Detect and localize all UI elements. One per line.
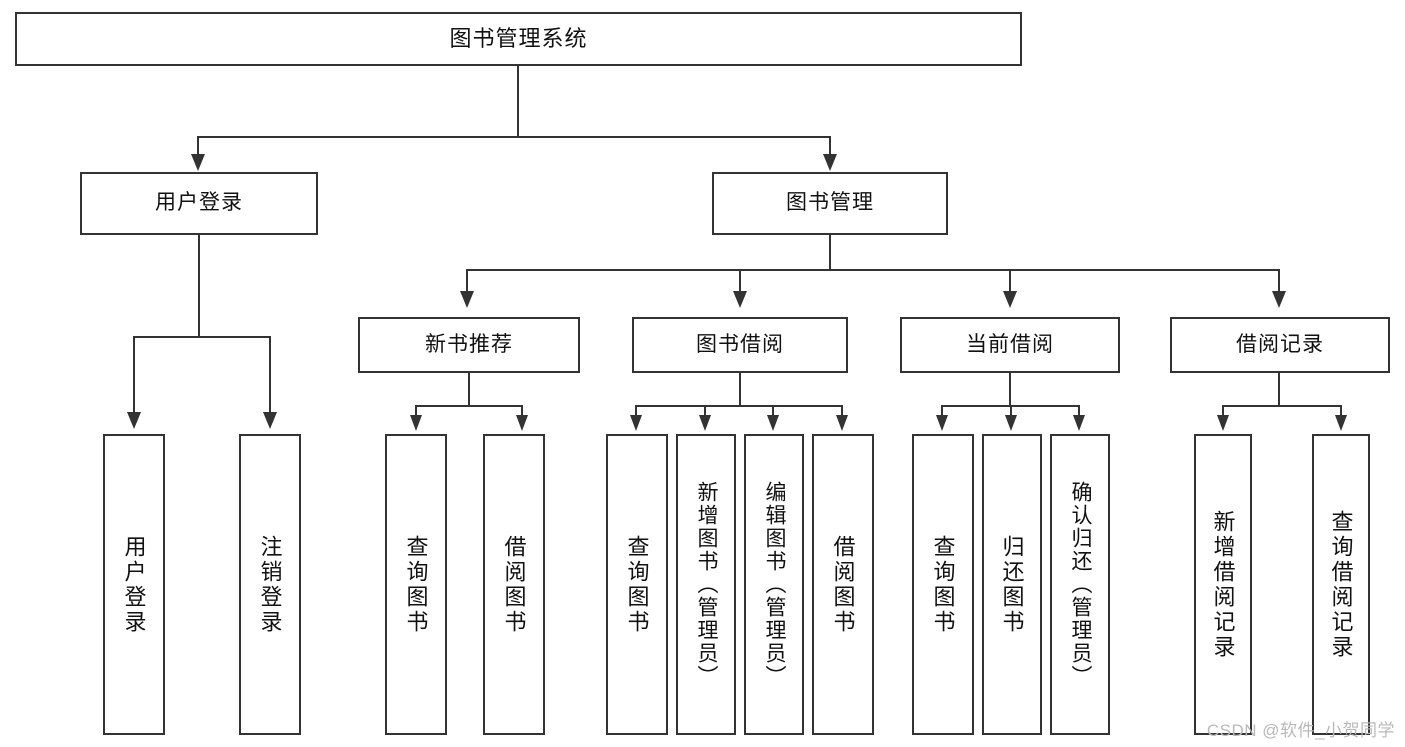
arrowhead-leaf-confirm-return bbox=[1073, 415, 1085, 431]
connector-borrow-record-bus bbox=[1222, 405, 1342, 407]
connector-book-borrow-drop-1 bbox=[635, 405, 637, 417]
connector-root-to-user-login bbox=[197, 136, 199, 156]
node-leaf-add-borrow-record[interactable]: 新增借阅记录 bbox=[1194, 434, 1252, 735]
connector-new-book-stem bbox=[468, 373, 470, 407]
arrowhead-leaf-query-book-3 bbox=[936, 415, 948, 431]
node-leaf-logout[interactable]: 注销登录 bbox=[239, 434, 301, 735]
node-label: 确认归还（管理员） bbox=[1069, 481, 1093, 688]
node-label: 图书借阅 bbox=[696, 332, 784, 356]
node-label: 注销登录 bbox=[257, 534, 283, 635]
connector-user-login-stem bbox=[198, 235, 200, 337]
node-leaf-borrow-book-recommend[interactable]: 借阅图书 bbox=[483, 434, 545, 735]
node-label: 新增图书（管理员） bbox=[695, 481, 719, 688]
arrowhead-leaf-borrow-book-2 bbox=[836, 415, 848, 431]
arrowhead-leaf-edit-book bbox=[767, 415, 779, 431]
arrowhead-leaf-query-book-1 bbox=[410, 415, 422, 431]
connector-current-borrow-drop-3 bbox=[1078, 405, 1080, 417]
node-user-login[interactable]: 用户登录 bbox=[80, 172, 318, 235]
node-label: 查询图书 bbox=[930, 534, 956, 635]
arrowhead-book-mgmt bbox=[823, 154, 837, 171]
node-label: 新书推荐 bbox=[425, 332, 513, 356]
connector-new-book-drop-2 bbox=[521, 405, 523, 417]
arrowhead-leaf-logout bbox=[263, 412, 277, 429]
connector-book-borrow-stem bbox=[739, 373, 741, 407]
connector-borrow-record-drop-1 bbox=[1222, 405, 1224, 417]
node-label: 查询图书 bbox=[624, 534, 650, 635]
node-label: 图书管理系统 bbox=[449, 26, 588, 52]
node-label: 查询图书 bbox=[403, 534, 429, 635]
connector-borrow-record-stem bbox=[1278, 373, 1280, 407]
connector-user-login-bus bbox=[133, 336, 270, 338]
node-leaf-return-book[interactable]: 归还图书 bbox=[982, 434, 1042, 735]
connector-root-stem bbox=[517, 66, 519, 137]
arrowhead-leaf-query-book-2 bbox=[630, 415, 642, 431]
node-borrow-record[interactable]: 借阅记录 bbox=[1170, 317, 1390, 373]
node-label: 借阅记录 bbox=[1236, 332, 1324, 356]
watermark-text: CSDN @软件_小贺同学 bbox=[1206, 721, 1395, 740]
connector-borrow-record-drop-2 bbox=[1340, 405, 1342, 417]
connector-book-mgmt-drop-1 bbox=[466, 269, 468, 293]
arrowhead-borrow-record bbox=[1272, 291, 1286, 308]
connector-book-borrow-drop-3 bbox=[772, 405, 774, 417]
node-label: 借阅图书 bbox=[501, 534, 527, 635]
arrowhead-leaf-query-record bbox=[1335, 415, 1347, 431]
connector-book-mgmt-drop-4 bbox=[1278, 269, 1280, 293]
connector-book-borrow-drop-4 bbox=[841, 405, 843, 417]
node-root-system[interactable]: 图书管理系统 bbox=[15, 12, 1022, 66]
connector-book-borrow-drop-2 bbox=[704, 405, 706, 417]
connector-book-mgmt-bus bbox=[466, 269, 1280, 271]
node-current-borrow[interactable]: 当前借阅 bbox=[900, 317, 1120, 373]
connector-current-borrow-stem bbox=[1009, 373, 1011, 407]
node-book-management[interactable]: 图书管理 bbox=[712, 172, 948, 235]
connector-new-book-bus bbox=[415, 405, 523, 407]
node-leaf-borrow-book-borrow[interactable]: 借阅图书 bbox=[812, 434, 874, 735]
arrowhead-leaf-add-book bbox=[699, 415, 711, 431]
node-label: 用户登录 bbox=[155, 191, 243, 215]
arrowhead-user-login bbox=[191, 154, 205, 171]
arrowhead-book-borrow bbox=[733, 291, 747, 308]
connector-root-to-book-mgmt bbox=[829, 136, 831, 156]
node-leaf-user-login[interactable]: 用户登录 bbox=[103, 434, 165, 735]
arrowhead-new-book-recommend bbox=[460, 291, 474, 308]
node-leaf-query-book-recommend[interactable]: 查询图书 bbox=[385, 434, 447, 735]
connector-user-login-drop-2 bbox=[269, 336, 271, 414]
node-leaf-edit-book-admin[interactable]: 编辑图书（管理员） bbox=[744, 434, 804, 735]
connector-new-book-drop-1 bbox=[415, 405, 417, 417]
connector-book-borrow-bus bbox=[635, 405, 843, 407]
arrowhead-leaf-user-login bbox=[127, 412, 141, 429]
node-label: 用户登录 bbox=[121, 534, 147, 635]
node-leaf-query-borrow-record[interactable]: 查询借阅记录 bbox=[1312, 434, 1370, 735]
node-leaf-query-book-current[interactable]: 查询图书 bbox=[912, 434, 974, 735]
connector-book-mgmt-drop-3 bbox=[1009, 269, 1011, 293]
node-label: 当前借阅 bbox=[966, 332, 1054, 356]
node-leaf-query-book-borrow[interactable]: 查询图书 bbox=[606, 434, 668, 735]
node-label: 借阅图书 bbox=[830, 534, 856, 635]
node-label: 编辑图书（管理员） bbox=[763, 481, 787, 688]
arrowhead-leaf-borrow-book-1 bbox=[516, 415, 528, 431]
connector-user-login-drop-1 bbox=[133, 336, 135, 414]
connector-book-mgmt-stem bbox=[829, 235, 831, 271]
node-leaf-confirm-return-admin[interactable]: 确认归还（管理员） bbox=[1050, 434, 1110, 735]
node-label: 查询借阅记录 bbox=[1328, 509, 1354, 660]
connector-current-borrow-drop-1 bbox=[941, 405, 943, 417]
node-label: 图书管理 bbox=[786, 191, 874, 215]
arrowhead-leaf-return-book bbox=[1005, 415, 1017, 431]
arrowhead-leaf-add-record bbox=[1217, 415, 1229, 431]
connector-current-borrow-drop-2 bbox=[1010, 405, 1012, 417]
node-leaf-add-book-admin[interactable]: 新增图书（管理员） bbox=[676, 434, 736, 735]
node-book-borrow[interactable]: 图书借阅 bbox=[632, 317, 848, 373]
arrowhead-current-borrow bbox=[1003, 291, 1017, 308]
node-label: 归还图书 bbox=[999, 534, 1025, 635]
node-label: 新增借阅记录 bbox=[1210, 509, 1236, 660]
connector-root-bus bbox=[197, 136, 831, 138]
node-new-book-recommend[interactable]: 新书推荐 bbox=[358, 317, 580, 373]
connector-book-mgmt-drop-2 bbox=[739, 269, 741, 293]
